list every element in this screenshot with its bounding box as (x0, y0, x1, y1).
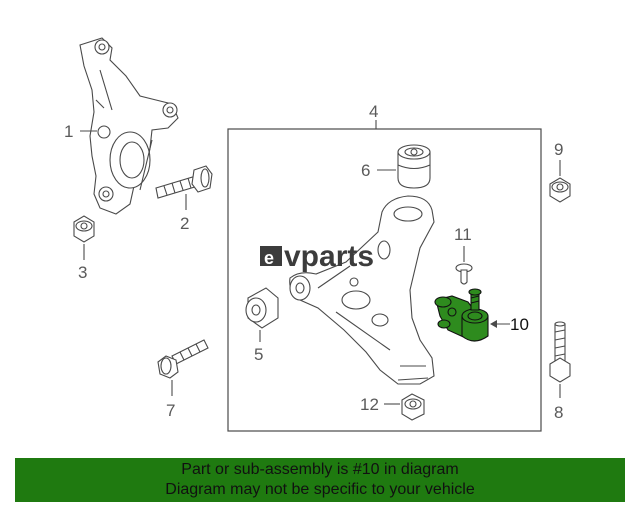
callout-9[interactable]: 9 (554, 140, 563, 159)
callout-5[interactable]: 5 (254, 345, 263, 364)
leader-10-arrow (490, 320, 497, 328)
info-banner (15, 458, 625, 502)
nut-12[interactable] (401, 393, 425, 421)
callout-2[interactable]: 2 (180, 214, 189, 233)
svg-text:vparts: vparts (284, 240, 374, 273)
callout-10[interactable]: 10 (510, 315, 529, 334)
bushing-6[interactable] (397, 144, 431, 189)
bushing-5[interactable] (245, 287, 279, 329)
banner-line-1: Part or sub-assembly is #10 in diagram (181, 461, 459, 478)
callout-4[interactable]: 4 (369, 102, 378, 121)
steering-knuckle[interactable] (79, 37, 179, 215)
callout-6[interactable]: 6 (361, 161, 370, 180)
callout-1[interactable]: 1 (64, 122, 73, 141)
svg-text:e: e (264, 248, 274, 268)
callout-3[interactable]: 3 (78, 263, 87, 282)
nut-9[interactable] (549, 177, 571, 203)
lower-control-arm[interactable] (289, 195, 435, 385)
watermark-logo: e vparts (260, 240, 374, 273)
assembly-frame (227, 128, 542, 432)
bolt-11[interactable] (455, 263, 473, 285)
bolt-7[interactable] (157, 339, 209, 379)
bolt-8[interactable] (549, 321, 571, 383)
nut-3[interactable] (73, 215, 95, 243)
callout-12[interactable]: 12 (360, 395, 379, 414)
ball-joint-10[interactable] (434, 288, 489, 342)
callout-8[interactable]: 8 (554, 403, 563, 422)
info-banner-text: Part or sub-assembly is #10 in diagram D… (15, 458, 625, 502)
callout-7[interactable]: 7 (166, 401, 175, 420)
bolt-2[interactable] (155, 165, 213, 199)
banner-line-2: Diagram may not be specific to your vehi… (165, 481, 475, 498)
callout-11[interactable]: 11 (454, 225, 472, 244)
